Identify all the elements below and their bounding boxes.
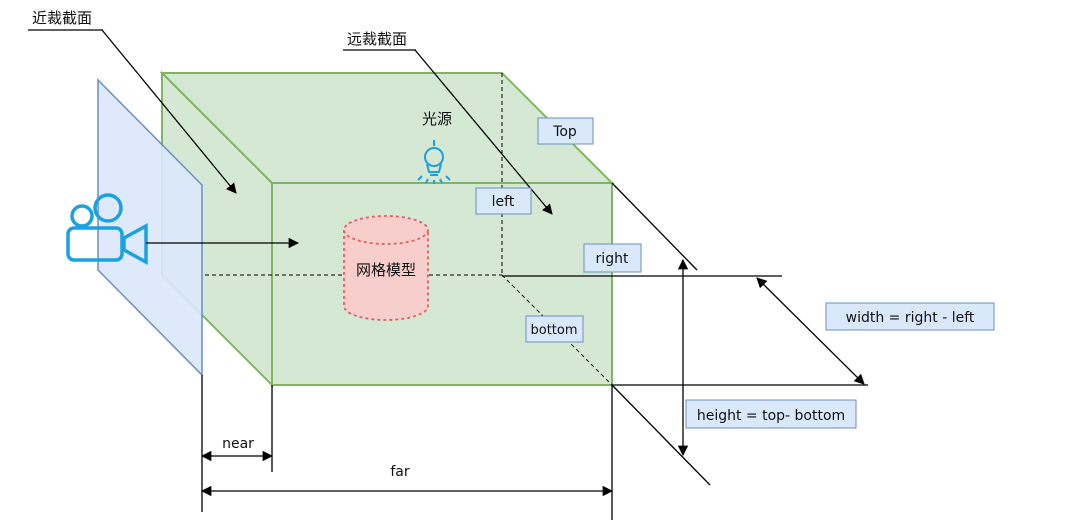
far-plane-leader xyxy=(414,49,553,215)
near-label: near xyxy=(222,436,254,452)
frustum-box xyxy=(159,70,615,388)
height-formula-label: height = top- bottom xyxy=(685,399,857,429)
right-label: right xyxy=(583,243,642,273)
bottom-label: bottom xyxy=(525,315,584,343)
mesh-model-label: 网格模型 xyxy=(356,261,416,279)
video-camera-icon xyxy=(66,193,148,265)
near-plane-label: 近裁截面 xyxy=(32,9,92,27)
far-label: far xyxy=(390,464,410,480)
svg-text:left: left xyxy=(492,194,515,210)
svg-text:width = right - left: width = right - left xyxy=(846,310,975,326)
height-ext-line-top xyxy=(611,182,698,271)
svg-text:right: right xyxy=(596,251,629,267)
width-dimension-arrow xyxy=(756,277,865,385)
near-plane-leader xyxy=(101,29,237,194)
svg-text:Top: Top xyxy=(552,124,577,140)
far-plane-label: 远裁截面 xyxy=(347,30,407,48)
mesh-model-cylinder xyxy=(343,215,429,321)
svg-text:bottom: bottom xyxy=(530,323,577,338)
left-label: left xyxy=(475,187,532,215)
svg-text:height = top- bottom: height = top- bottom xyxy=(697,408,845,424)
width-formula-label: width = right - left xyxy=(825,302,995,331)
height-ext-line-bottom xyxy=(611,384,711,486)
top-label: Top xyxy=(537,117,594,145)
frustum-front-face xyxy=(271,182,613,386)
light-source-label: 光源 xyxy=(422,110,452,128)
light-bulb-icon xyxy=(417,140,451,184)
